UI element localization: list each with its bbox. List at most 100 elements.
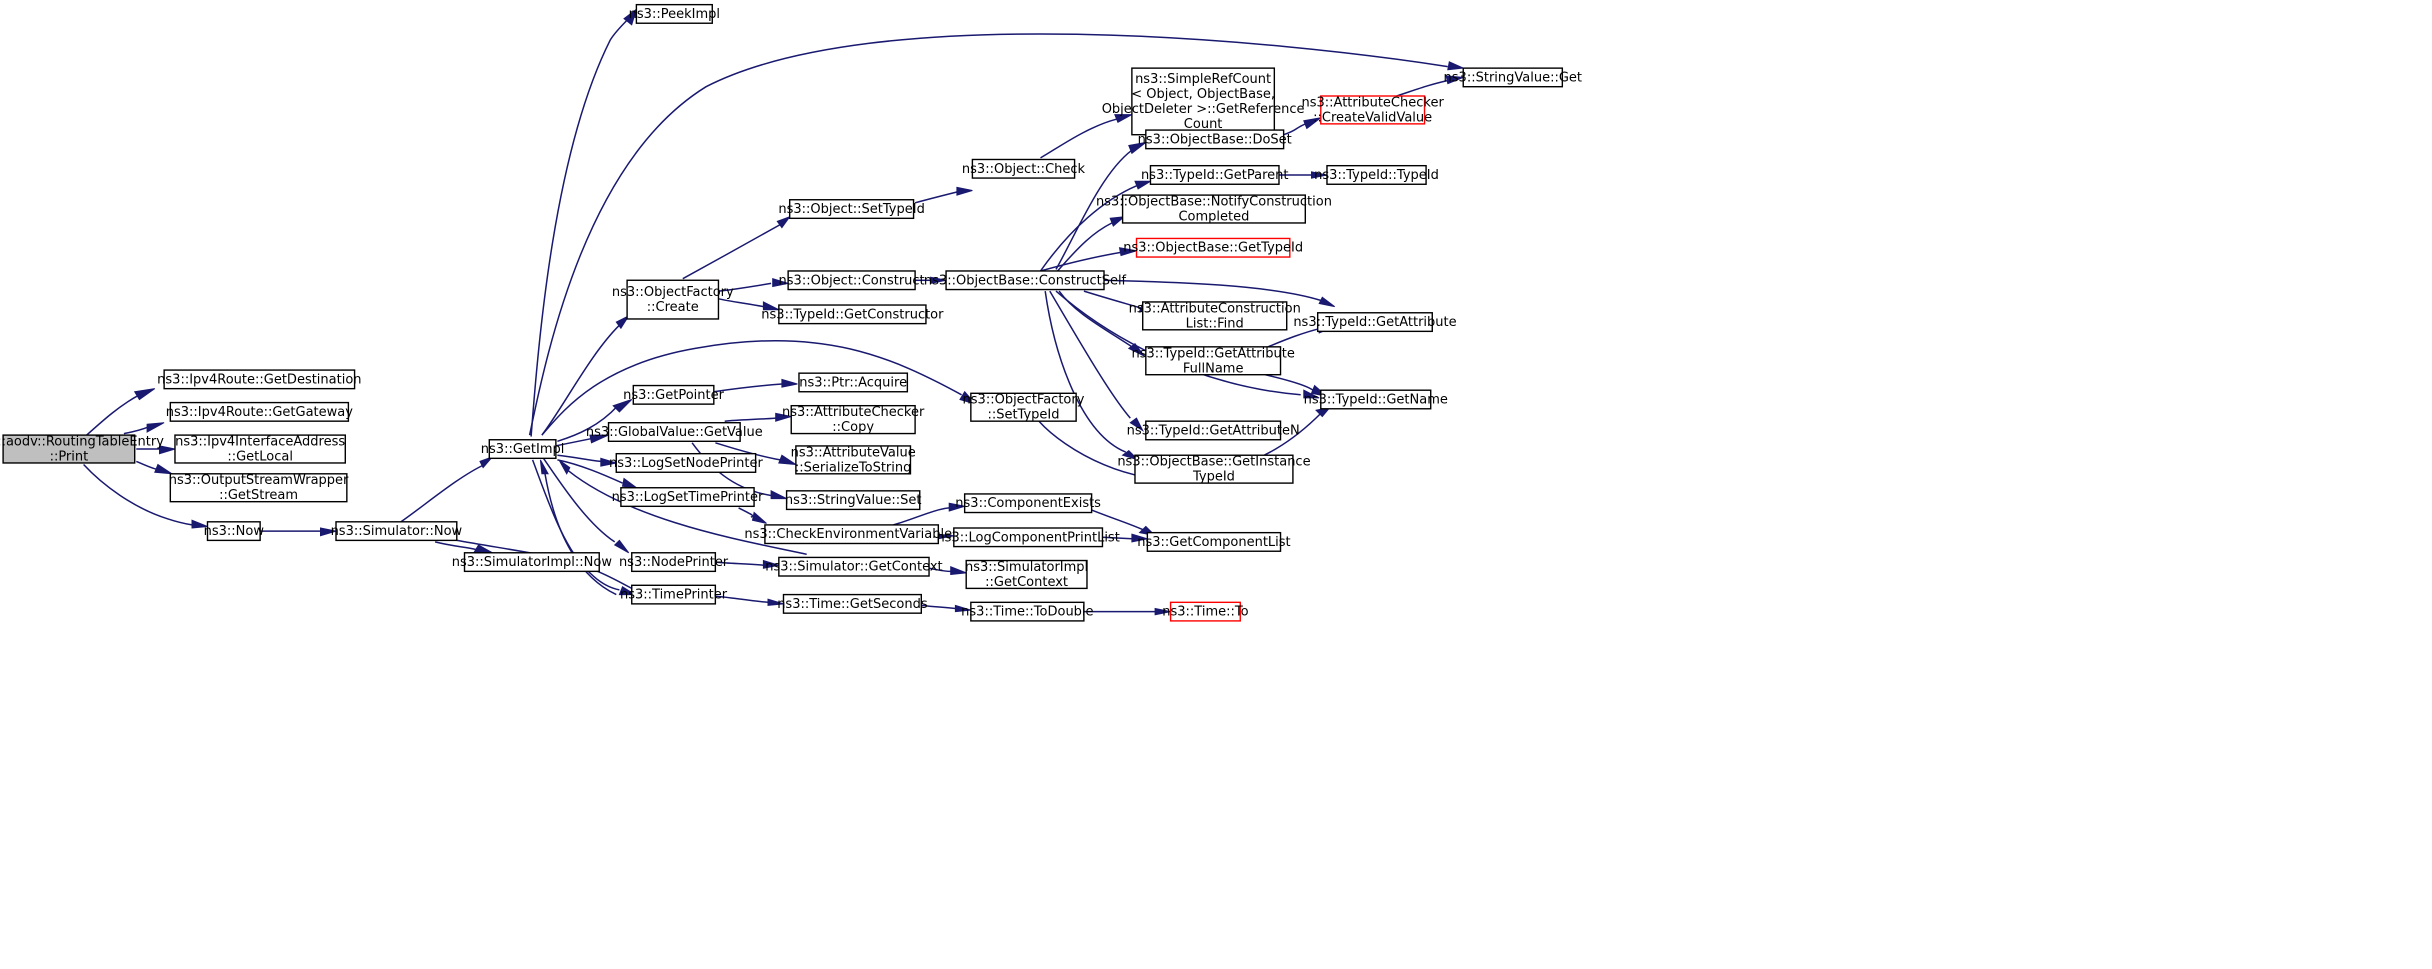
function-node-n4[interactable]: ns3::OutputStreamWrapper::GetStream	[169, 473, 349, 503]
call-edge-line	[1267, 327, 1321, 348]
function-node-n34[interactable]: ns3::SimpleRefCount< Object, ObjectBase,…	[1102, 67, 1305, 136]
function-node-n29[interactable]: ns3::ObjectFactory::SetTypeId	[963, 392, 1085, 423]
call-edge-line	[555, 437, 594, 447]
function-node-n8[interactable]: ns3::GetImpl	[481, 439, 565, 460]
arrowhead-icon	[154, 463, 173, 475]
function-node-n36[interactable]: ns3::TypeId::GetParent	[1141, 164, 1289, 185]
arrowhead-icon	[1127, 342, 1145, 357]
function-node-label: ns3::ObjectBase::GetInstance	[1117, 455, 1310, 470]
function-node-n6[interactable]: ns3::Simulator::Now	[331, 521, 463, 542]
function-node-label: ::Create	[647, 300, 699, 315]
function-node-label: ns3::TimePrinter	[620, 588, 728, 603]
function-node-n15[interactable]: ns3::NodePrinter	[619, 552, 729, 573]
arrowhead-icon	[1445, 75, 1464, 85]
function-node-n28[interactable]: ns3::ObjectBase::ConstructSelf	[924, 270, 1127, 291]
function-node-n45[interactable]: ns3::StringValue::Get	[1444, 67, 1582, 88]
arrowhead-icon	[612, 399, 633, 413]
function-node-box	[965, 559, 1088, 590]
function-node-n11[interactable]: ns3::GetPointer	[623, 384, 725, 405]
function-node-n21[interactable]: ns3::AttributeChecker::Copy	[782, 404, 925, 435]
function-node-n14[interactable]: ns3::LogSetTimePrinter	[612, 487, 764, 508]
arrowhead-icon	[146, 422, 165, 433]
call-edge-line	[1102, 536, 1132, 540]
function-node-n20[interactable]: ns3::Ptr::Acquire	[798, 372, 909, 393]
function-node-label: ns3::ObjectFactory	[963, 393, 1085, 408]
function-node-label: TypeId	[1192, 470, 1235, 485]
function-node-n35[interactable]: ns3::ObjectBase::DoSet	[1138, 129, 1292, 150]
function-node-n13[interactable]: ns3::LogSetNodePrinter	[609, 452, 763, 473]
function-node-n27[interactable]: ns3::Object::Check	[962, 158, 1086, 179]
call-edge-line	[928, 567, 951, 573]
function-node-label: ns3::LogSetNodePrinter	[609, 456, 763, 471]
call-edge-line	[86, 394, 140, 436]
function-node-n38[interactable]: ns3::ObjectBase::GetTypeId	[1123, 237, 1303, 258]
arrowhead-icon	[775, 412, 792, 422]
function-node-n5[interactable]: ns3::Now	[204, 521, 265, 542]
function-node-n31[interactable]: ns3::LogComponentPrintList	[936, 527, 1120, 548]
function-node-n7[interactable]: ns3::SimulatorImpl::Now	[452, 552, 613, 573]
function-node-n2[interactable]: ns3::Ipv4Route::GetGateway	[166, 401, 353, 422]
function-node-n19[interactable]: ns3::TypeId::GetConstructor	[761, 304, 944, 325]
function-node-n16[interactable]: ns3::TimePrinter	[620, 584, 728, 605]
function-node-n0[interactable]: ns3::aodv::RoutingTableEntry::Print	[0, 434, 164, 465]
function-node-n37[interactable]: ns3::ObjectBase::NotifyConstructionCompl…	[1096, 194, 1332, 225]
call-edge-n25-to-n32	[928, 565, 967, 576]
function-node-box	[1121, 194, 1307, 224]
function-node-n48[interactable]: ns3::TypeId::GetAttribute	[1293, 312, 1457, 333]
function-node-n41[interactable]: ns3::TypeId::GetAttributeN	[1127, 420, 1300, 441]
function-node-n25[interactable]: ns3::Simulator::GetContext	[765, 556, 943, 577]
function-node-n23[interactable]: ns3::StringValue::Set	[785, 490, 922, 511]
function-node-n30[interactable]: ns3::ComponentExists	[955, 493, 1101, 514]
function-node-n12[interactable]: ns3::GlobalValue::GetValue	[586, 422, 763, 442]
function-node-box	[163, 369, 356, 390]
call-edge-line	[123, 426, 148, 435]
function-node-label: ::Print	[50, 450, 89, 465]
function-node-n26[interactable]: ns3::Time::GetSeconds	[777, 593, 928, 614]
call-edge-n6-to-n8	[400, 456, 493, 523]
function-node-n22[interactable]: ns3::AttributeValue::SerializeToString	[791, 445, 916, 475]
function-node-label: ns3::Time::ToDouble	[961, 605, 1093, 620]
call-edge-line	[557, 405, 619, 443]
call-edge-line	[718, 282, 772, 292]
function-node-n33[interactable]: ns3::Time::ToDouble	[961, 601, 1094, 622]
function-node-n18[interactable]: ns3::Object::Construct	[779, 270, 925, 291]
function-node-box	[174, 434, 346, 464]
function-node-label: ns3::GetComponentList	[1137, 535, 1290, 550]
function-node-n24[interactable]: ns3::CheckEnvironmentVariables	[744, 524, 959, 545]
function-node-label: ns3::ComponentExists	[955, 496, 1101, 511]
function-node-label: ns3::Simulator::Now	[331, 524, 463, 539]
function-node-box	[1326, 164, 1427, 185]
function-node-n46[interactable]: ns3::AttributeChecker::CreateValidValue	[1301, 95, 1444, 125]
function-node-n9[interactable]: ns3::PeekImpl	[629, 3, 720, 24]
function-node-n44[interactable]: ns3::Time::To	[1162, 601, 1249, 622]
call-edge-line	[1055, 149, 1133, 270]
call-edge-line	[682, 223, 781, 280]
call-edge-line	[136, 460, 157, 470]
call-edge-n14-to-n24	[738, 507, 767, 524]
function-node-n17[interactable]: ns3::Object::SetTypeId	[778, 199, 925, 220]
call-edge-line	[715, 595, 769, 604]
call-edge-n8-to-n9	[530, 7, 638, 437]
arrowhead-icon	[1114, 114, 1133, 124]
call-edge-n10-to-n19	[718, 298, 780, 311]
function-node-n47[interactable]: ns3::TypeId::TypeId	[1314, 164, 1439, 185]
function-node-n49[interactable]: ns3::TypeId::GetName	[1304, 389, 1448, 410]
arrowhead-icon	[930, 276, 947, 285]
function-node-n10[interactable]: ns3::ObjectFactory::Create	[612, 279, 734, 320]
function-node-label: ns3::AttributeValue	[791, 445, 916, 460]
function-node-n3[interactable]: ns3::Ipv4InterfaceAddress::GetLocal	[174, 434, 346, 465]
function-node-n32[interactable]: ns3::SimulatorImpl::GetContext	[965, 559, 1088, 590]
function-node-label: ns3::ObjectBase::NotifyConstruction	[1096, 195, 1332, 210]
function-node-label: Completed	[1178, 210, 1249, 225]
function-node-box	[782, 593, 922, 614]
call-edge-line	[1040, 118, 1117, 159]
function-node-label: ns3::SimulatorImpl	[965, 560, 1088, 575]
function-node-box	[635, 3, 713, 24]
function-node-label: ns3::GlobalValue::GetValue	[586, 425, 763, 440]
function-node-n1[interactable]: ns3::Ipv4Route::GetDestination	[157, 369, 362, 390]
function-node-n43[interactable]: ns3::GetComponentList	[1137, 531, 1291, 552]
function-node-box	[488, 439, 557, 460]
